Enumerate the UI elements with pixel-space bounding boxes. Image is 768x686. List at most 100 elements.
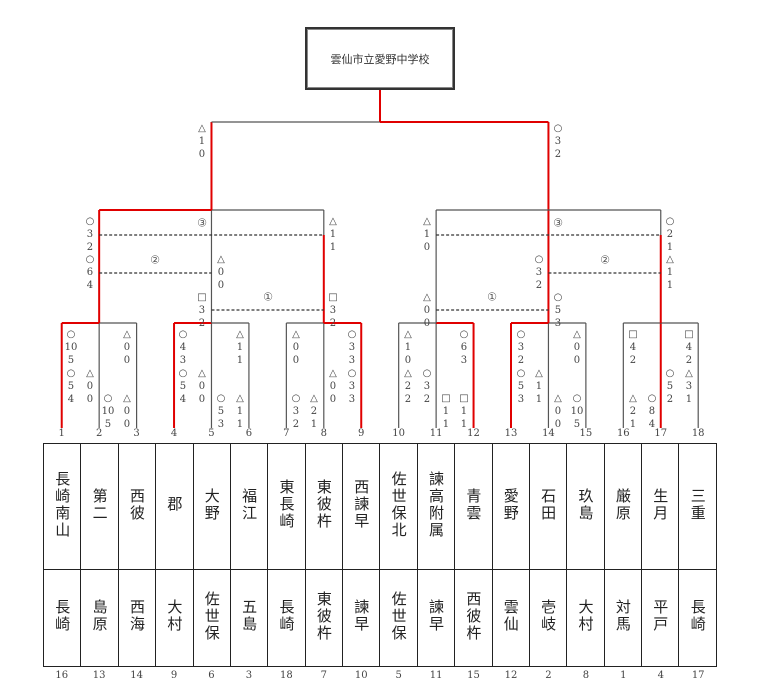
slot-number: 18	[691, 428, 705, 439]
score-value: 8	[648, 406, 656, 417]
draw-number: 13	[92, 670, 106, 681]
score-value: 5	[67, 381, 75, 392]
score-value: 10	[101, 406, 115, 417]
score-value: 0	[423, 305, 431, 316]
score-value: 1	[685, 394, 693, 405]
score-value: 0	[86, 381, 94, 392]
champion-box: 雲仙市立愛野中学校	[305, 27, 455, 90]
score-value: 3	[348, 342, 356, 353]
school-name: 玖島	[576, 487, 595, 522]
score-value: 2	[310, 406, 318, 417]
draw-number: 5	[395, 670, 402, 681]
school-name: 東長崎	[277, 479, 296, 531]
school-name-cell: 西諫早	[341, 442, 381, 571]
result-mark-icon: △	[423, 216, 431, 227]
region-name: 佐世保	[389, 590, 408, 642]
draw-number: 6	[208, 670, 215, 681]
region-name: 西彼杵	[464, 590, 483, 642]
result-mark-icon: ○	[66, 368, 76, 379]
result-mark-icon: △	[217, 254, 225, 265]
region-name-cell: 対馬	[603, 569, 643, 667]
score-value: 3	[217, 419, 225, 430]
score-value: 0	[123, 406, 131, 417]
region-name-cell: 西海	[117, 569, 157, 667]
score-value: 2	[198, 318, 206, 329]
region-name: 諫早	[352, 599, 371, 634]
slot-number: 8	[320, 428, 327, 439]
school-name-cell: 長崎南山	[42, 442, 82, 571]
region-name-cell: 佐世保	[192, 569, 231, 667]
score-value: 2	[685, 355, 693, 366]
draw-number: 3	[245, 670, 253, 681]
result-mark-icon: ○	[572, 393, 582, 404]
result-mark-icon: ○	[553, 123, 563, 134]
region-row: 長崎島原西海大村佐世保五島長崎東彼杵諫早佐世保諫早西彼杵雲仙壱岐大村対馬平戸長崎	[42, 569, 717, 667]
score-value: 0	[123, 419, 131, 430]
score-value: 2	[535, 280, 543, 291]
school-row: 長崎南山第二西彼郡大野福江東長崎東彼杵西諫早佐世保北諫高附属青雲愛野石田玖島厳原…	[42, 442, 717, 571]
result-mark-icon: △	[236, 393, 244, 404]
result-mark-icon: ○	[103, 393, 113, 404]
region-name: 島原	[90, 599, 109, 634]
score-value: 1	[310, 419, 318, 430]
draw-number: 14	[130, 670, 143, 681]
score-value: 1	[423, 229, 431, 240]
score-value: 0	[198, 394, 206, 405]
region-name: 対馬	[613, 599, 632, 634]
draw-number: 1	[620, 670, 627, 681]
score-value: 5	[666, 381, 674, 392]
slot-number: 1	[58, 428, 65, 439]
score-value: 1	[236, 406, 244, 417]
school-name: 福江	[240, 487, 259, 522]
result-mark-icon: △	[292, 329, 300, 340]
result-mark-icon: △	[310, 393, 318, 404]
score-value: 4	[648, 419, 656, 430]
region-name-cell: 平戸	[640, 569, 680, 667]
score-value: 1	[236, 342, 244, 353]
teams-table: 長崎南山第二西彼郡大野福江東長崎東彼杵西諫早佐世保北諫高附属青雲愛野石田玖島厳原…	[42, 442, 717, 667]
score-value: 5	[67, 355, 75, 366]
school-name: 厳原	[613, 487, 632, 522]
score-value: 3	[460, 355, 468, 366]
sub-round-label: ①	[263, 290, 273, 304]
result-mark-icon: □	[459, 393, 469, 404]
slot-number: 7	[283, 428, 290, 439]
school-name-cell: 東彼杵	[304, 442, 344, 571]
score-value: 3	[423, 381, 431, 392]
sub-round-label: ③	[553, 216, 563, 230]
result-mark-icon: ○	[178, 368, 188, 379]
score-value: 5	[554, 305, 562, 316]
score-value: 0	[329, 394, 337, 405]
slot-number: 17	[654, 428, 668, 439]
school-name-cell: 郡	[155, 442, 194, 571]
result-mark-icon: △	[329, 368, 337, 379]
score-value: 2	[423, 394, 431, 405]
result-mark-icon: □	[328, 292, 338, 303]
result-mark-icon: △	[404, 329, 412, 340]
result-mark-icon: △	[123, 393, 131, 404]
score-value: 1	[629, 419, 637, 430]
school-name-cell: 第二	[80, 442, 119, 571]
score-value: 2	[404, 394, 412, 405]
school-name: 三重	[688, 487, 707, 522]
school-name: 青雲	[464, 487, 483, 522]
score-value: 3	[348, 381, 356, 392]
region-name-cell: 諫早	[416, 569, 456, 667]
school-name: 長崎南山	[53, 470, 72, 539]
region-name-cell: 雲仙	[491, 569, 530, 667]
